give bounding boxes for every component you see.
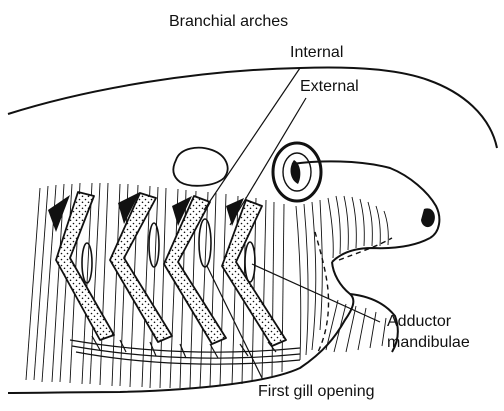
basal-cartilage <box>70 336 300 364</box>
external-label: External <box>300 78 359 95</box>
first-gill-label: First gill opening <box>258 383 375 400</box>
adductor-label-line2: mandibulae <box>387 334 470 351</box>
internal-label: Internal <box>290 44 343 61</box>
nostril-shape <box>421 208 435 227</box>
title-label: Branchial arches <box>169 13 288 30</box>
leader-lines <box>204 68 380 378</box>
adductor-leader <box>252 264 380 322</box>
eye <box>273 143 321 201</box>
arch-3 <box>164 196 226 344</box>
spiracle <box>173 148 227 186</box>
adductor-label-line1: Adductor <box>387 313 452 330</box>
arch-2 <box>110 193 172 342</box>
